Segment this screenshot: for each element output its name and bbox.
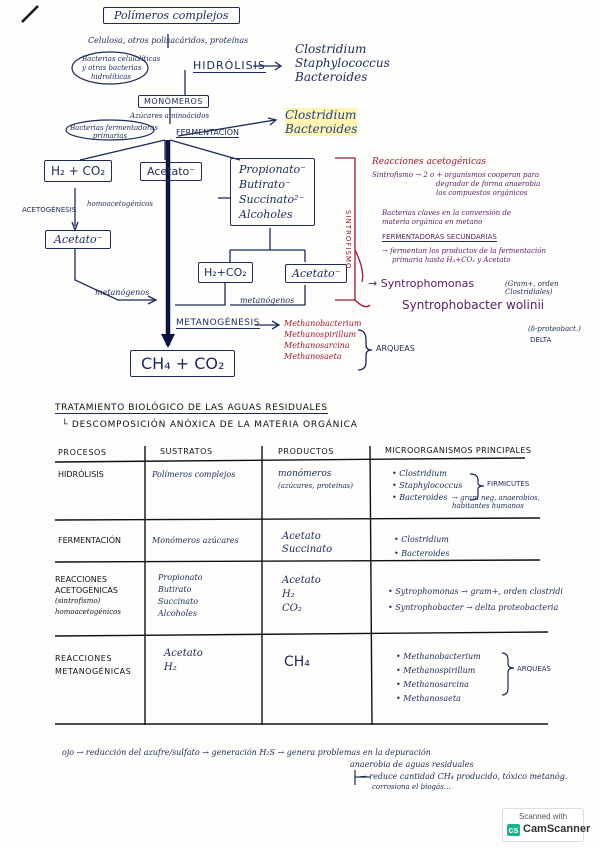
section-title: TRATAMIENTO BIOLÓGICO DE LAS AGUAS RESID… bbox=[55, 403, 328, 414]
table-header-productos: PRODUCTOS bbox=[278, 447, 334, 456]
acetato-right-box: Acetato⁻ bbox=[285, 264, 348, 283]
notes-syntrophomonas-note: (Gram+, orden Clostridiales) bbox=[505, 280, 559, 296]
table-row-acetogenicas-proceso: REACCIONES ACETOGÉNICAS (sintrofismo) ho… bbox=[55, 575, 121, 616]
table-row-fermentacion-micro: • Clostridium • Bacteroides bbox=[394, 535, 450, 558]
table-firmicutes: FIRMICUTES bbox=[487, 480, 530, 488]
monomeros-box: MONÓMEROS bbox=[138, 95, 209, 108]
intermediates-box: Propionato⁻ Butirato⁻ Succinato²⁻ Alcoho… bbox=[230, 158, 315, 226]
homoacetogenicos-label: homoacetogénicos bbox=[87, 200, 153, 208]
notes-fermentadoras: FERMENTADORAS SECUNDARIAS bbox=[382, 233, 497, 242]
acetato-left-box: Acetato⁻ bbox=[45, 230, 112, 249]
metanogenesis-organisms: Methanobacterium Methanospirillum Methan… bbox=[284, 319, 362, 361]
footer-line2: anaerobia de aguas residuales bbox=[350, 760, 474, 769]
h2co2-right-box: H₂+CO₂ bbox=[198, 262, 253, 283]
table-row-fermentacion-proceso: FERMENTACIÓN bbox=[58, 536, 121, 545]
table-row-acetogenicas-sustratos: Propionato Butirato Succinato Alcoholes bbox=[158, 573, 203, 618]
metanogenos-left: metanógenos bbox=[95, 288, 150, 297]
camscanner-logo-icon: cs bbox=[507, 824, 520, 836]
notes-syntrophomonas: → Syntrophomonas bbox=[368, 277, 475, 290]
notes-syntrophobacter: Syntrophobacter wolinii bbox=[402, 298, 545, 312]
table-arqueas: ARQUEAS bbox=[517, 665, 551, 673]
table-row-hidrolisis-proceso: HIDRÓLISIS bbox=[58, 470, 104, 479]
product-box: CH₄ + CO₂ bbox=[130, 350, 236, 377]
metanogenesis-label: METANOGÉNESIS bbox=[176, 318, 260, 329]
table-row-hidrolisis-micro: • Clostridium • Staphylococcus • Bactero… bbox=[392, 469, 463, 502]
table-row-metanogenicas-sustratos: Acetato H₂ bbox=[164, 648, 203, 673]
footer-line1: ojo → reducción del azufre/sulfato → gen… bbox=[62, 748, 431, 757]
table-row-acetogenicas-productos: Acetato H₂ CO₂ bbox=[282, 575, 321, 614]
top-inputs: Celulosa, otros polisacáridos, proteínas bbox=[88, 36, 249, 45]
table-row-hidrolisis-productos: monómeros (azúcares, proteínas) bbox=[278, 469, 353, 490]
fermentacion-label: FERMENTACIÓN bbox=[176, 128, 239, 138]
table-row-acetogenicas-micro: • Sytrophomonas → gram+, orden clostridi… bbox=[388, 587, 563, 612]
table-row-metanogenicas-productos: CH₄ bbox=[284, 654, 310, 670]
bacteria-cloud: Bacterias celulolíticas y otras bacteria… bbox=[82, 55, 161, 81]
camscanner-brand: CamScanner bbox=[523, 823, 591, 835]
table-row-metanogenicas-proceso: REACCIONES METANOGÉNICAS bbox=[55, 654, 132, 676]
notes-sintrofismo: Sintrofismo → 2 o + organismos cooperan … bbox=[372, 171, 541, 197]
monomeros-sub: Azúcares aminoácidos bbox=[130, 112, 210, 120]
notes-bacterias: Bacterias claves en la conversión de mat… bbox=[382, 209, 512, 226]
arqueas-label: ARQUEAS bbox=[376, 344, 415, 353]
notes-proteo: (δ-proteobact.) bbox=[528, 325, 581, 333]
diagram-title: Polímeros complejos bbox=[103, 7, 240, 24]
acetato-box: Acetato⁻ bbox=[140, 162, 203, 181]
table-header-sustratos: SUSTRATOS bbox=[160, 447, 213, 456]
metanogenos-right: metanógenos bbox=[240, 296, 295, 305]
camscanner-watermark: Scanned with cs CamScanner bbox=[502, 808, 590, 842]
acetogenesis-label: ACETOGÉNESIS bbox=[22, 206, 77, 214]
notes-delta: DELTA bbox=[530, 336, 552, 344]
h2co2-box: H₂ + CO₂ bbox=[44, 160, 113, 182]
table-row-hidrolisis-extra: → gram neg, anaerobios, habitantes human… bbox=[452, 494, 540, 510]
table-row-fermentacion-sustrato: Monómeros azúcares bbox=[152, 536, 239, 545]
notes-heading: Reacciones acetogénicas bbox=[372, 157, 487, 167]
table-row-metanogenicas-micro: • Methanobacterium • Methanospirillum • … bbox=[396, 652, 481, 703]
scanned-with-label: Scanned with bbox=[519, 812, 568, 821]
table-row-fermentacion-productos: Acetato Succinato bbox=[282, 531, 333, 555]
fermentative-cloud: Bacterias fermentadoras primarias bbox=[70, 124, 158, 140]
section-subtitle: └ DESCOMPOSICIÓN ANÓXICA DE LA MATERIA O… bbox=[62, 420, 358, 430]
sintrofismo-vertical: SINTROFISMO bbox=[344, 210, 352, 270]
footer-line4: corrosiona el biogás… bbox=[372, 783, 451, 791]
fermentacion-organisms: Clostridium Bacteroides bbox=[285, 108, 358, 136]
hidrolisis-label: HIDRÓLISIS bbox=[193, 59, 266, 73]
hidrolisis-organisms: Clostridium Staphylococcus Bacteroides bbox=[295, 42, 390, 84]
table-header-procesos: PROCESOS bbox=[58, 448, 107, 457]
table-header-micro: MICROORGANISMOS PRINCIPALES bbox=[385, 446, 532, 455]
notes-fermentan: → fermentan los productos de la fermenta… bbox=[382, 247, 546, 264]
table-row-hidrolisis-sustrato: Polímeros complejos bbox=[152, 470, 236, 479]
footer-line3: → reduce cantidad CH₄ producido, tóxico … bbox=[360, 772, 568, 781]
